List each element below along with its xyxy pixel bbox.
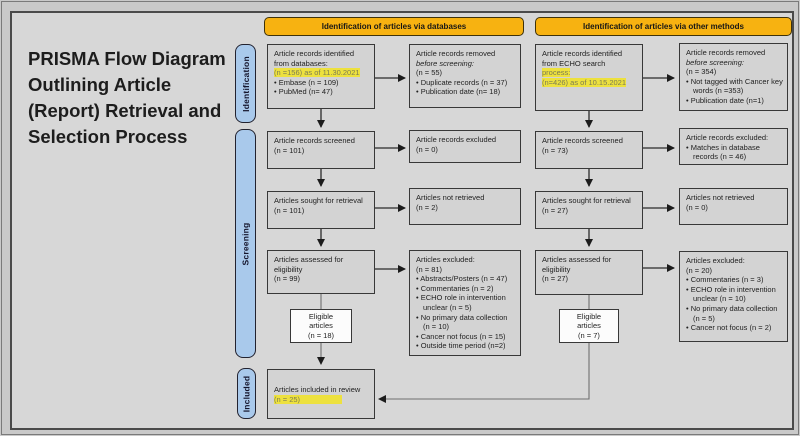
box-text: articles bbox=[309, 321, 333, 331]
box-text: Articles assessed for bbox=[542, 255, 612, 264]
box-count: (n = 0) bbox=[416, 144, 438, 154]
highlighted-text: (n = 25) bbox=[274, 394, 343, 405]
box-count: (n = 20) bbox=[686, 265, 713, 275]
box-text: Articles sought for retrieval bbox=[542, 196, 631, 205]
box-text: Articles assessed for bbox=[274, 255, 344, 264]
box-db-screen-excluded: Article records excluded (n = 0) bbox=[409, 130, 521, 163]
highlighted-text: process: bbox=[542, 68, 571, 78]
header-other-methods-label: Identification of articles via other met… bbox=[583, 22, 744, 31]
box-om-eligible: Eligible articles (n = 7) bbox=[559, 309, 619, 343]
stage-identification-label: Identification bbox=[240, 55, 251, 112]
header-other-methods: Identification of articles via other met… bbox=[535, 17, 792, 36]
box-om-sought: Articles sought for retrieval (n = 27) bbox=[535, 191, 643, 229]
box-db-not-retrieved: Articles not retrieved (n = 2) bbox=[409, 188, 521, 225]
stage-included: Included bbox=[237, 368, 256, 419]
box-db-eligible: Eligible articles (n = 18) bbox=[290, 309, 352, 343]
box-text: Article records excluded: bbox=[686, 133, 769, 142]
bullet-item: • Matches in database records (n = 46) bbox=[686, 142, 760, 162]
bullet-item: • ECHO role in intervention unclear (n =… bbox=[686, 284, 776, 304]
box-count: (n = 354) bbox=[686, 67, 717, 77]
bullet-item: • Publication date (n= 18) bbox=[416, 87, 501, 97]
box-om-assessed: Articles assessed for eligibility (n = 2… bbox=[535, 250, 643, 295]
bullet-item: • ECHO role in intervention unclear (n =… bbox=[416, 293, 506, 312]
box-db-removed: Article records removed before screening… bbox=[409, 44, 521, 108]
box-db-excluded: Articles excluded: (n = 81) • Abstracts/… bbox=[409, 250, 521, 356]
header-databases: Identification of articles via databases bbox=[264, 17, 524, 36]
box-count: (n = 27) bbox=[542, 205, 569, 215]
box-db-assessed: Articles assessed for eligibility (n = 9… bbox=[267, 250, 375, 294]
box-count: (n = 27) bbox=[542, 274, 569, 284]
box-om-removed: Article records removed before screening… bbox=[679, 43, 788, 111]
box-text-italic: before screening: bbox=[416, 58, 474, 68]
highlighted-text: (n=426) as of 10.15.2021 bbox=[542, 77, 627, 87]
box-articles-included: Articles included in review (n = 25) bbox=[267, 369, 375, 419]
box-text: Eligible bbox=[308, 311, 334, 321]
bullet-item: • Cancer not focus (n = 15) bbox=[416, 331, 506, 341]
box-db-sought: Articles sought for retrieval (n = 101) bbox=[267, 191, 375, 229]
box-text: Articles included in review bbox=[274, 385, 361, 394]
title-line: (Report) Retrieval and bbox=[28, 100, 222, 121]
box-text: eligibility bbox=[274, 264, 303, 274]
bullet-item: • No primary data collection (n = 5) bbox=[686, 303, 778, 323]
stage-screening-label: Screening bbox=[240, 222, 251, 265]
box-text: Article records identified bbox=[542, 49, 623, 58]
bullet-item: • Commentaries (n = 3) bbox=[686, 275, 764, 285]
box-count: (n = 2) bbox=[416, 202, 438, 212]
bullet-item: • Not tagged with Cancer key words (n =3… bbox=[686, 76, 783, 96]
bullet-item: • Commentaries (n = 2) bbox=[416, 283, 494, 293]
box-text: Article records removed bbox=[686, 48, 766, 57]
box-text: eligibility bbox=[542, 264, 571, 274]
box-text: Articles sought for retrieval bbox=[274, 196, 363, 205]
box-text: Article records identified bbox=[274, 49, 355, 58]
box-om-not-retrieved: Articles not retrieved (n = 0) bbox=[679, 188, 788, 225]
box-text: Article records removed bbox=[416, 49, 496, 58]
header-databases-label: Identification of articles via databases bbox=[321, 22, 467, 31]
box-count: (n = 101) bbox=[274, 205, 305, 215]
box-text: Eligible bbox=[576, 311, 602, 321]
box-db-screened: Article records screened (n = 101) bbox=[267, 131, 375, 169]
box-db-identified: Article records identified from database… bbox=[267, 44, 375, 109]
box-om-screen-excluded: Article records excluded: • Matches in d… bbox=[679, 128, 788, 165]
bullet-item: • Publication date (n=1) bbox=[686, 95, 764, 105]
stage-included-label: Included bbox=[241, 375, 252, 412]
bullet-item: • PubMed (n= 47) bbox=[274, 87, 333, 97]
bullet-item: • Abstracts/Posters (n = 47) bbox=[416, 274, 508, 284]
title-line: PRISMA Flow Diagram bbox=[28, 48, 226, 69]
box-text: Article records excluded bbox=[416, 135, 497, 144]
box-text: Article records screened bbox=[274, 136, 355, 145]
stage-identification: Identification bbox=[235, 44, 256, 123]
box-text: articles bbox=[577, 321, 601, 331]
box-text: Articles not retrieved bbox=[416, 193, 485, 202]
diagram-title: PRISMA Flow Diagram Outlining Article (R… bbox=[28, 46, 243, 150]
box-om-identified: Article records identified from ECHO sea… bbox=[535, 44, 643, 111]
box-text: Article records screened bbox=[542, 136, 623, 145]
box-text: Articles not retrieved bbox=[686, 193, 755, 202]
highlighted-text: (n =156) as of 11.30.2021 bbox=[274, 68, 360, 78]
prisma-flow-panel: PRISMA Flow Diagram Outlining Article (R… bbox=[10, 11, 794, 430]
box-text: from databases: bbox=[274, 58, 328, 68]
stage-screening: Screening bbox=[235, 129, 256, 358]
box-count: (n = 101) bbox=[274, 145, 305, 155]
box-text-italic: before screening: bbox=[686, 57, 744, 67]
box-count: (n = 81) bbox=[416, 264, 443, 274]
title-line: Outlining Article bbox=[28, 74, 172, 95]
bullet-item: • No primary data collection (n = 10) bbox=[416, 312, 508, 332]
box-text: from ECHO search bbox=[542, 58, 606, 68]
box-count: (n = 55) bbox=[416, 68, 443, 78]
bullet-item: • Outside time period (n=2) bbox=[416, 341, 506, 351]
title-line: Selection Process bbox=[28, 126, 188, 147]
box-count: (n = 73) bbox=[542, 145, 569, 155]
box-om-screened: Article records screened (n = 73) bbox=[535, 131, 643, 169]
bullet-item: • Cancer not focus (n = 2) bbox=[686, 323, 772, 333]
box-count: (n = 99) bbox=[274, 274, 301, 284]
box-text: Articles excluded: bbox=[416, 255, 475, 264]
bullet-item: • Duplicate records (n = 37) bbox=[416, 77, 508, 87]
box-text: Articles excluded: bbox=[686, 256, 745, 265]
box-count: (n = 18) bbox=[307, 330, 335, 340]
box-om-excluded: Articles excluded: (n = 20) • Commentari… bbox=[679, 251, 788, 342]
bullet-item: • Embase (n = 109) bbox=[274, 77, 339, 87]
box-count: (n = 7) bbox=[578, 330, 600, 340]
box-count: (n = 0) bbox=[686, 202, 708, 212]
